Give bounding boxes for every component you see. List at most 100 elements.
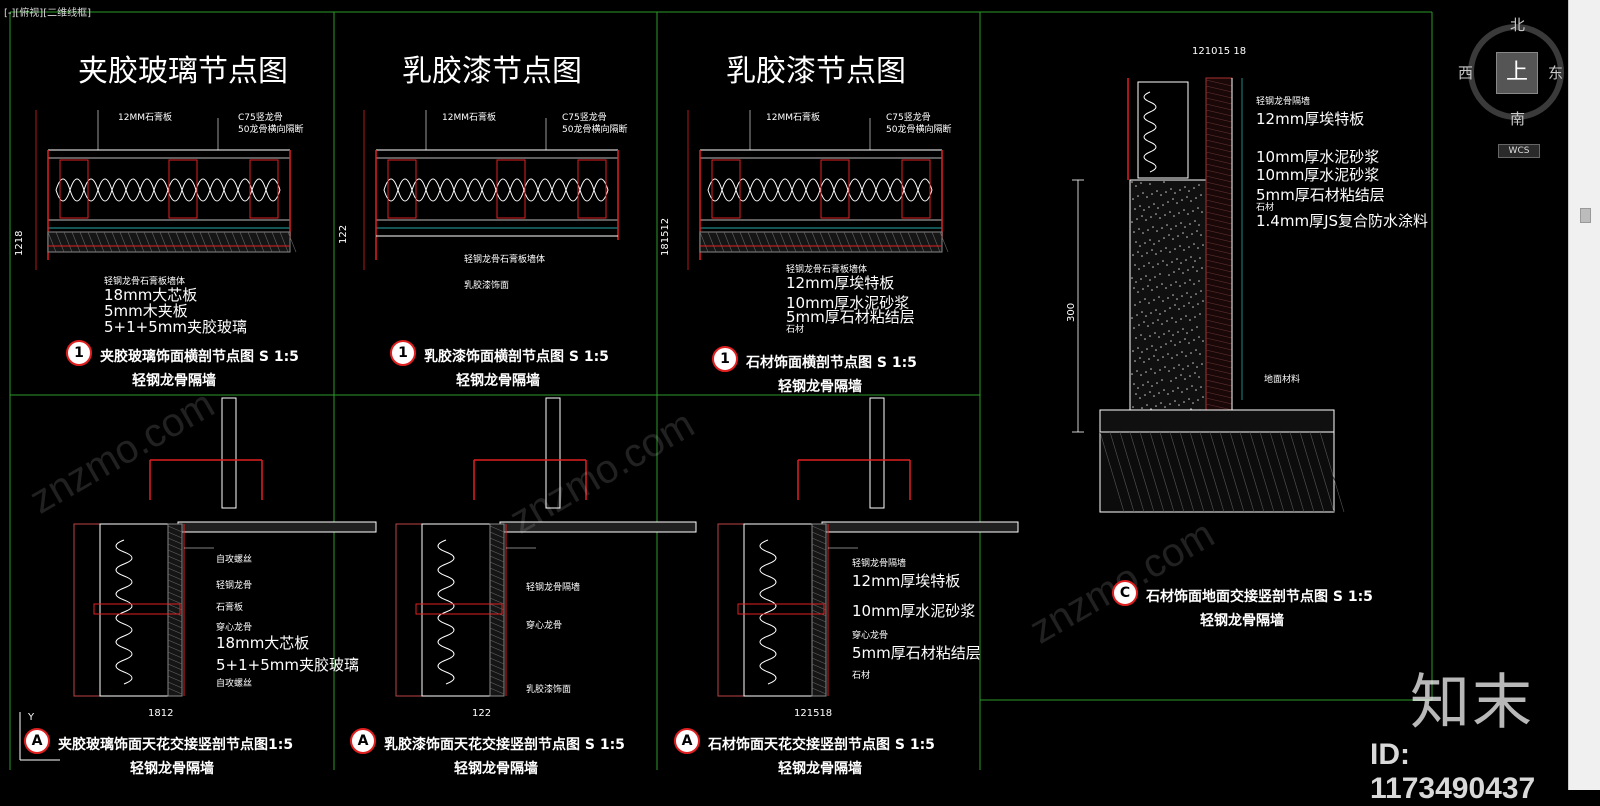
hatch-line: [1205, 205, 1233, 213]
concrete-speck: [1149, 279, 1151, 281]
concrete-speck: [1172, 334, 1174, 336]
insulation-wave: [383, 178, 609, 202]
hatch-line: [239, 231, 249, 253]
concrete-speck: [1190, 352, 1192, 354]
concrete-speck: [1152, 322, 1154, 324]
hatch-line: [1205, 85, 1233, 93]
concrete-speck: [1157, 319, 1159, 321]
drawing-viewport[interactable]: [-][俯视][二维线框] znzmo.com znzmo.com znzmo.…: [0, 0, 1568, 805]
concrete-speck: [1142, 288, 1144, 290]
concrete-speck: [1185, 259, 1187, 261]
viewcube-north[interactable]: 北: [1510, 16, 1526, 34]
concrete-speck: [1164, 310, 1166, 312]
concrete-speck: [1159, 273, 1161, 275]
hatch-line: [1205, 253, 1233, 261]
concrete-speck: [1140, 374, 1142, 376]
hanger-rod: [545, 397, 561, 509]
concrete-speck: [1200, 386, 1202, 388]
concrete-speck: [1201, 267, 1203, 269]
hatch-line: [167, 651, 183, 659]
concrete-speck: [1154, 276, 1156, 278]
hatch-line: [199, 231, 209, 253]
hatch-line: [489, 525, 505, 533]
scrollbar-thumb[interactable]: [1580, 208, 1591, 223]
concrete-speck: [1169, 251, 1171, 253]
concrete-speck: [1136, 370, 1138, 372]
hatch-line: [489, 597, 505, 605]
concrete-speck: [1170, 228, 1172, 230]
vertical-scrollbar[interactable]: [1568, 0, 1600, 790]
hatch-line: [489, 549, 505, 557]
hatch-line: [489, 681, 505, 689]
hatch-line: [1205, 229, 1233, 237]
hatch-line: [167, 657, 183, 665]
hatch-line: [1205, 319, 1233, 327]
viewcube-ring[interactable]: [1468, 24, 1564, 120]
concrete-speck: [1155, 405, 1157, 407]
viewcube-south[interactable]: 南: [1510, 110, 1526, 128]
hatch-line: [1119, 431, 1145, 513]
hatch-line: [207, 231, 217, 253]
hatch-line: [489, 585, 505, 593]
hatch-line: [1109, 431, 1135, 513]
hatch-line: [731, 231, 741, 253]
concrete-speck: [1193, 283, 1195, 285]
concrete-speck: [1163, 389, 1165, 391]
hatch-line: [1205, 139, 1233, 147]
hatch-line: [1205, 307, 1233, 315]
viewcube-west[interactable]: 西: [1458, 64, 1474, 82]
viewcube-top-face[interactable]: 上: [1496, 52, 1538, 94]
annotation-label: 12MM石膏板: [118, 113, 172, 123]
concrete-speck: [1196, 366, 1198, 368]
hatch-line: [811, 591, 827, 599]
hatch-line: [1209, 431, 1235, 513]
hatch-line: [723, 231, 733, 253]
viewport-label[interactable]: [-][俯视][二维线框]: [4, 8, 92, 19]
hatch-line: [715, 231, 725, 253]
concrete-speck: [1145, 371, 1147, 373]
dimension-text: 181512: [660, 217, 671, 256]
concrete-speck: [1182, 232, 1184, 234]
hatch-line: [489, 627, 505, 635]
concrete-speck: [1197, 399, 1199, 401]
annotation-label: 10mm厚水泥砂浆: [786, 294, 910, 312]
panel-title: 夹胶玻璃节点图: [78, 54, 288, 89]
dimension-text: 1218: [14, 230, 25, 256]
concrete-speck: [1149, 183, 1151, 185]
concrete-speck: [1164, 406, 1166, 408]
concrete-speck: [1171, 317, 1173, 319]
hatch-line: [151, 231, 161, 253]
concrete-speck: [1165, 343, 1167, 345]
concrete-speck: [1184, 186, 1186, 188]
hatch-line: [1205, 115, 1233, 123]
concrete-speck: [1193, 339, 1195, 341]
hatch-line: [811, 681, 827, 689]
concrete-speck: [1131, 221, 1133, 223]
annotation-label: 自攻螺丝: [216, 555, 253, 565]
insulation-wave: [759, 539, 777, 685]
hatch-line: [489, 561, 505, 569]
concrete-speck: [1140, 278, 1142, 280]
concrete-speck: [1170, 380, 1172, 382]
concrete-speck: [1164, 366, 1166, 368]
concrete-speck: [1189, 319, 1191, 321]
hatch-line: [1205, 295, 1233, 303]
concrete-speck: [1202, 340, 1204, 342]
hatch-line: [127, 231, 137, 253]
concrete-speck: [1181, 351, 1183, 353]
concrete-speck: [1165, 287, 1167, 289]
detail-caption: 夹胶玻璃饰面天花交接竖剖节点图1:5: [58, 737, 294, 753]
concrete-speck: [1196, 270, 1198, 272]
concrete-speck: [1179, 285, 1181, 287]
viewcube-east[interactable]: 东: [1548, 64, 1564, 82]
concrete-speck: [1137, 347, 1139, 349]
wcs-menu-button[interactable]: WCS: [1498, 144, 1540, 158]
concrete-speck: [1180, 262, 1182, 264]
annotation-label: 12mm厚埃特板: [786, 274, 895, 292]
annotation-label: 石材: [852, 671, 871, 681]
hatch-line: [1149, 431, 1175, 513]
concrete-speck: [1156, 382, 1158, 384]
ceiling-board: [821, 521, 1019, 533]
hatch-line: [755, 231, 765, 253]
concrete-speck: [1181, 295, 1183, 297]
